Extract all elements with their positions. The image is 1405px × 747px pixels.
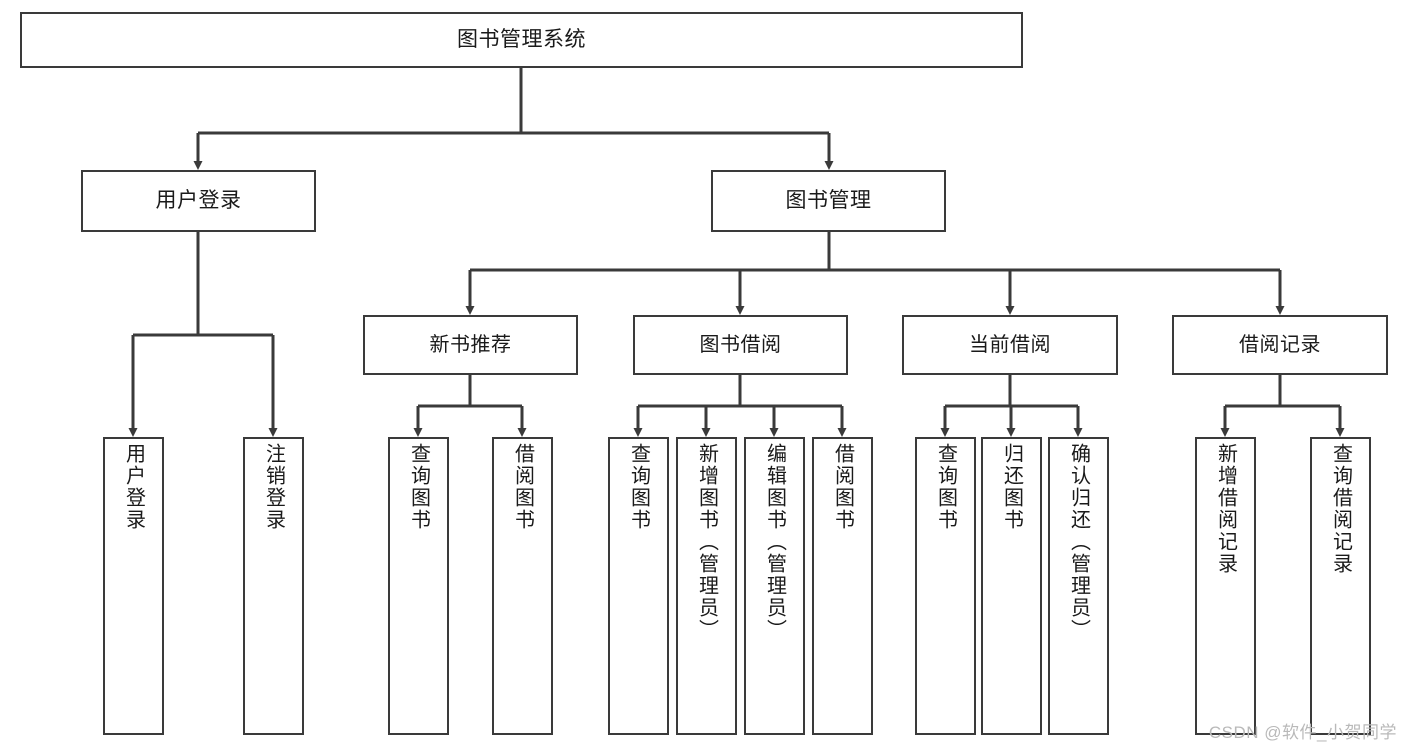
node-label: 借阅图书 xyxy=(511,443,534,531)
node-label: 新增借阅记录 xyxy=(1214,443,1237,575)
node-leaf-query-book-2[interactable]: 查询图书 xyxy=(608,437,669,735)
node-leaf-edit-book[interactable]: 编辑图书（管理员） xyxy=(744,437,805,735)
node-book-manage[interactable]: 图书管理 xyxy=(711,170,946,232)
node-label: 图书管理 xyxy=(785,189,872,213)
node-root-system[interactable]: 图书管理系统 xyxy=(20,12,1023,68)
node-leaf-add-book[interactable]: 新增图书（管理员） xyxy=(676,437,737,735)
node-label: 查询图书 xyxy=(934,443,957,531)
node-label: 注销登录 xyxy=(262,443,285,531)
node-leaf-add-record[interactable]: 新增借阅记录 xyxy=(1195,437,1256,735)
node-label: 查询借阅记录 xyxy=(1329,443,1352,575)
node-label: 当前借阅 xyxy=(969,333,1051,356)
node-label: 用户登录 xyxy=(155,189,242,213)
node-label: 借阅图书 xyxy=(831,443,854,531)
node-current-borrow[interactable]: 当前借阅 xyxy=(902,315,1118,375)
node-leaf-confirm-return[interactable]: 确认归还（管理员） xyxy=(1048,437,1109,735)
node-label: 归还图书 xyxy=(1000,443,1023,531)
node-label: 查询图书 xyxy=(627,443,650,531)
node-new-book-recommend[interactable]: 新书推荐 xyxy=(363,315,578,375)
node-leaf-query-book-1[interactable]: 查询图书 xyxy=(388,437,449,735)
node-label: 编辑图书（管理员） xyxy=(763,443,786,641)
node-label: 用户登录 xyxy=(122,443,145,531)
node-leaf-borrow-book-1[interactable]: 借阅图书 xyxy=(492,437,553,735)
node-label: 图书管理系统 xyxy=(457,28,586,52)
node-label: 新增图书（管理员） xyxy=(695,443,718,641)
node-label: 确认归还（管理员） xyxy=(1067,443,1090,641)
node-borrow-record[interactable]: 借阅记录 xyxy=(1172,315,1388,375)
node-leaf-query-book-3[interactable]: 查询图书 xyxy=(915,437,976,735)
node-leaf-logout-login[interactable]: 注销登录 xyxy=(243,437,304,735)
node-leaf-query-record[interactable]: 查询借阅记录 xyxy=(1310,437,1371,735)
node-leaf-return-book[interactable]: 归还图书 xyxy=(981,437,1042,735)
node-label: 新书推荐 xyxy=(429,333,512,356)
node-label: 借阅记录 xyxy=(1239,333,1321,356)
node-label: 查询图书 xyxy=(407,443,430,531)
node-user-login[interactable]: 用户登录 xyxy=(81,170,316,232)
node-label: 图书借阅 xyxy=(699,333,782,356)
node-book-borrow[interactable]: 图书借阅 xyxy=(633,315,848,375)
node-leaf-user-login[interactable]: 用户登录 xyxy=(103,437,164,735)
csdn-watermark: CSDN @软件_小贺同学 xyxy=(1208,723,1397,742)
node-leaf-borrow-book-2[interactable]: 借阅图书 xyxy=(812,437,873,735)
